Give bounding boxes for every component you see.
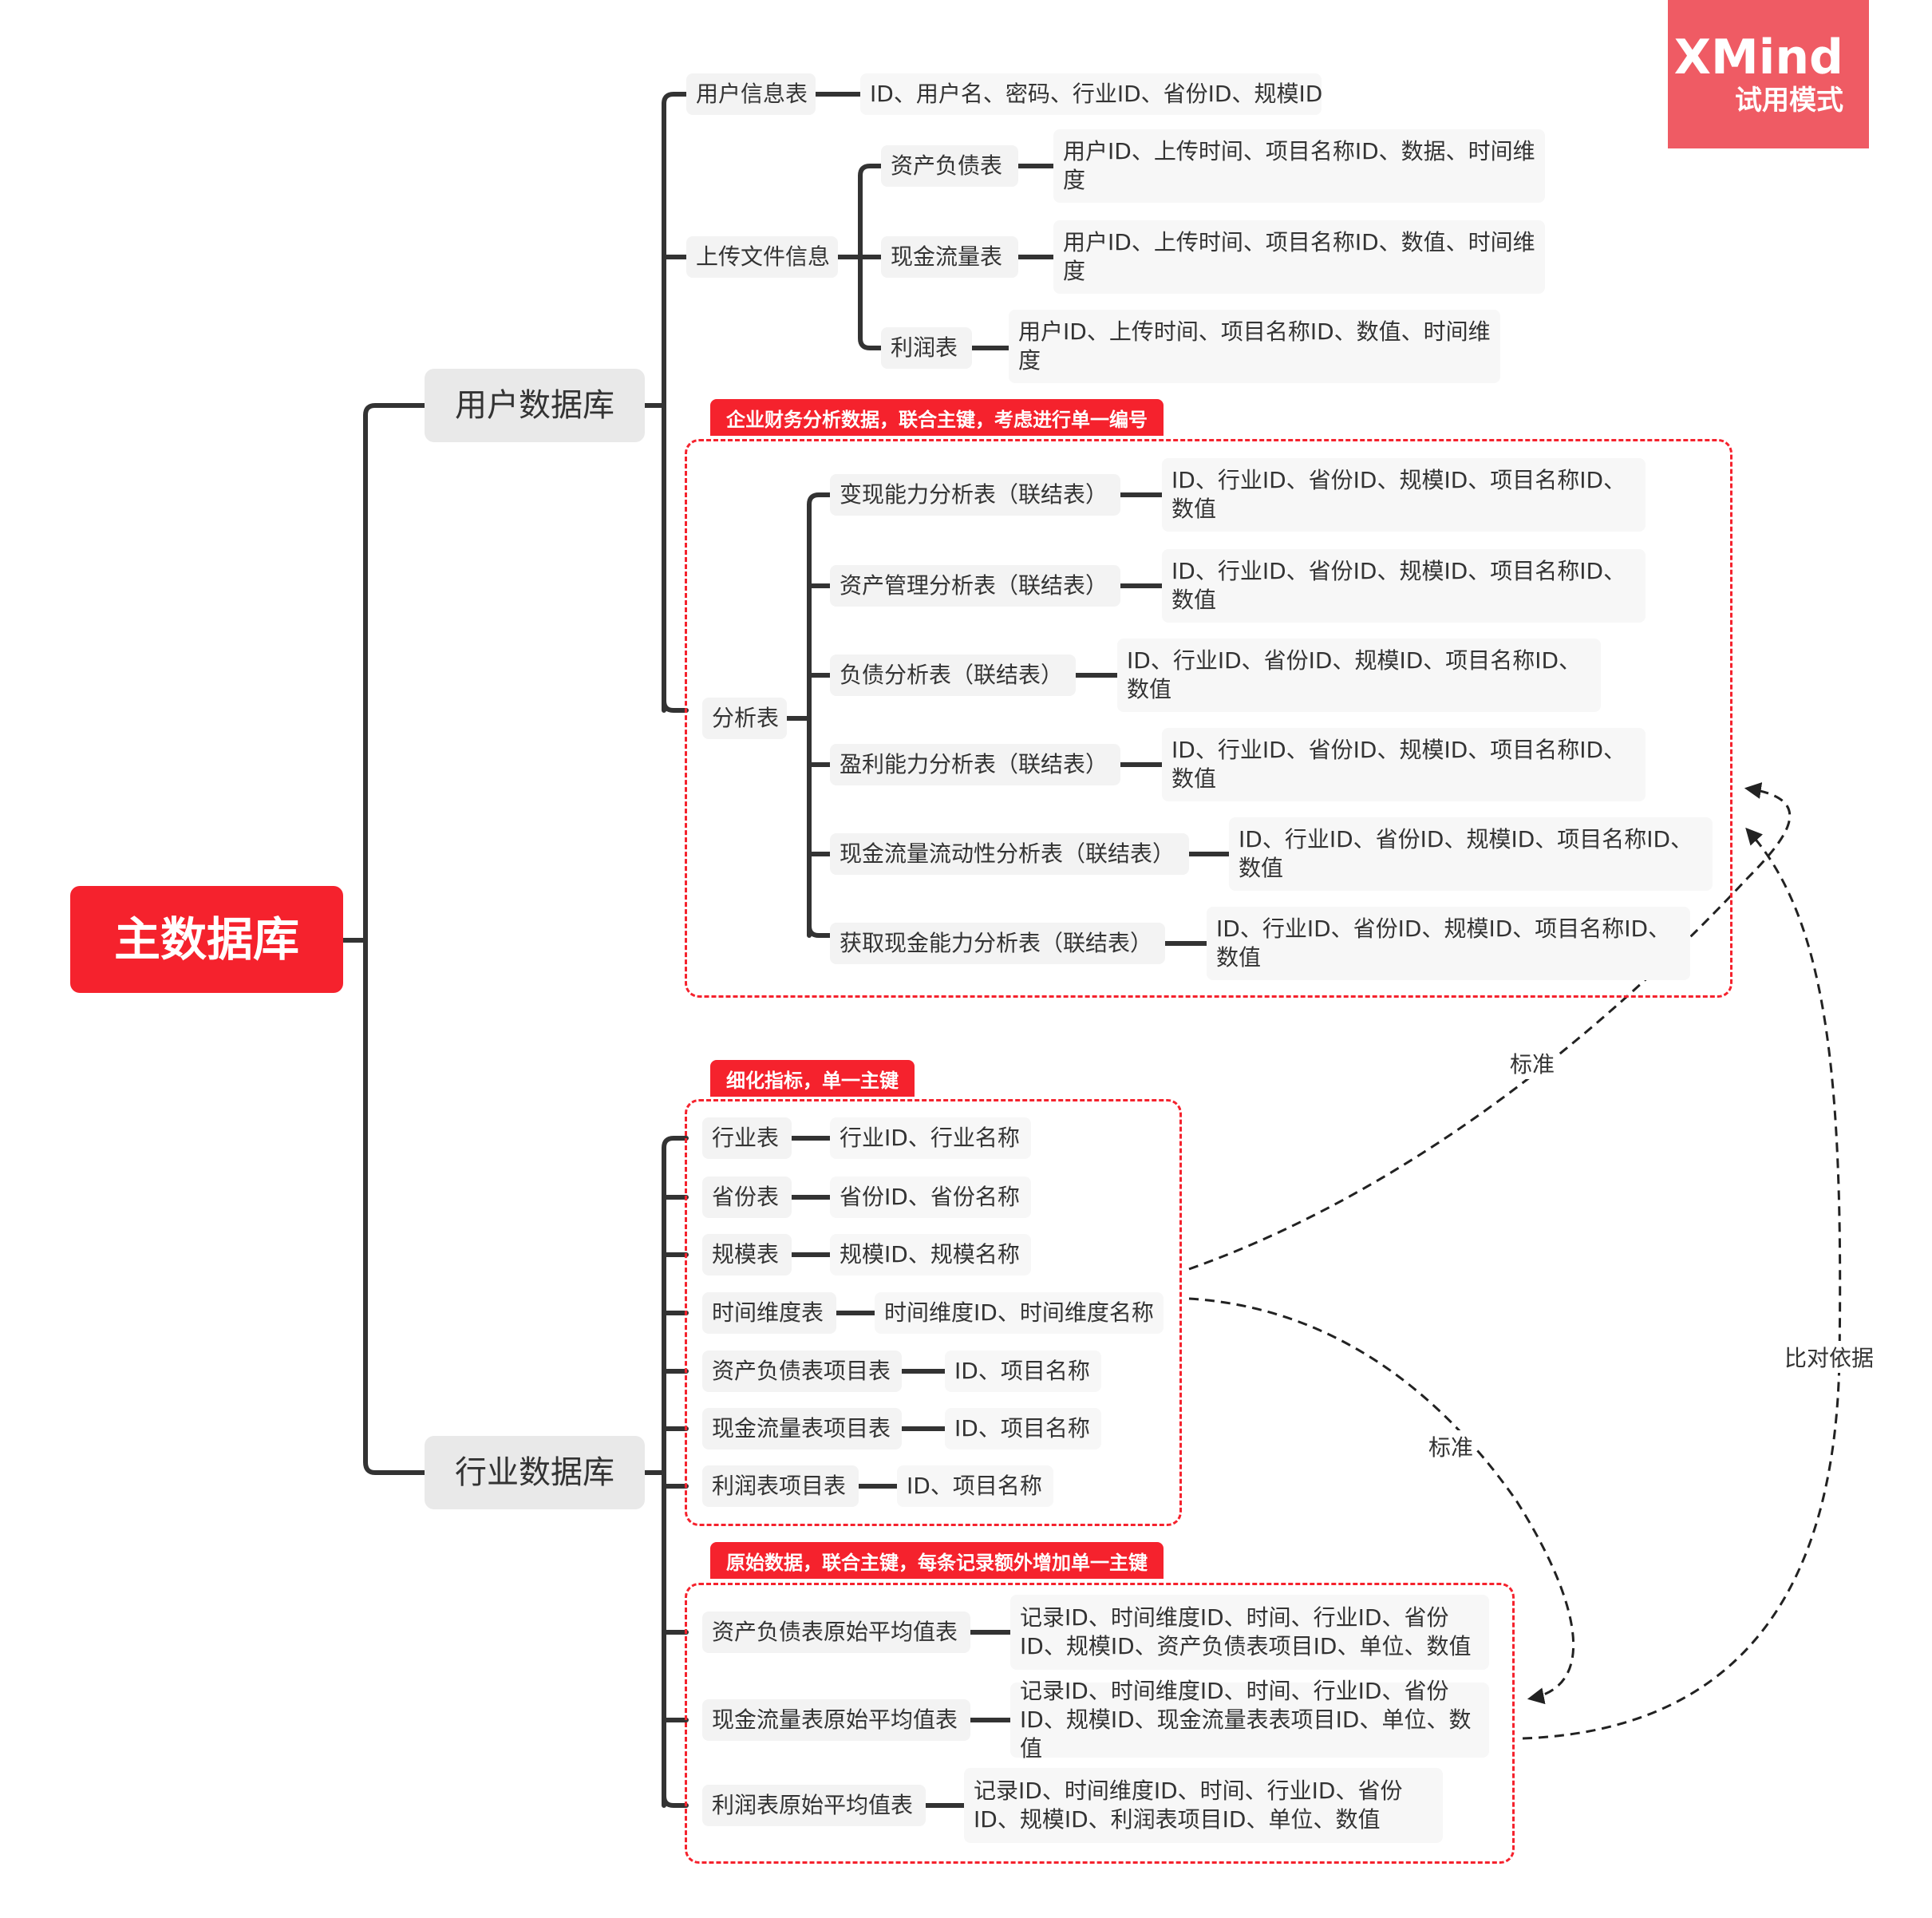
analysis-item-fields: ID、行业ID、省份ID、规模ID、项目名称ID、数值 — [1229, 817, 1713, 891]
user-db-node[interactable]: 用户数据库 — [425, 369, 645, 442]
raw-table-fields: 记录ID、时间维度ID、时间、行业ID、省份ID、规模ID、现金流量表表项目ID… — [1010, 1678, 1489, 1762]
detail-table-fields: ID、项目名称 — [945, 1351, 1101, 1392]
upload-profit-fields: 用户ID、上传时间、项目名称ID、数值、时间维度 — [1009, 310, 1500, 383]
raw-table[interactable]: 利润表原始平均值表 — [702, 1785, 926, 1826]
watermark-subtitle: 试用模式 — [1735, 85, 1843, 117]
upload-cashflow-table[interactable]: 现金流量表 — [881, 236, 1018, 278]
connector-user-db — [642, 92, 689, 713]
relation-standard-2-label: 标准 — [1425, 1430, 1477, 1462]
detail-table-fields: 行业ID、行业名称 — [830, 1117, 1031, 1159]
user-info-table[interactable]: 用户信息表 — [686, 73, 816, 115]
detail-table-fields: ID、项目名称 — [945, 1408, 1101, 1449]
detail-table[interactable]: 时间维度表 — [702, 1292, 836, 1334]
analysis-item-fields: ID、行业ID、省份ID、规模ID、项目名称ID、数值 — [1162, 728, 1646, 801]
connector-raw-leaves — [923, 1630, 1013, 1808]
analysis-item-fields: ID、行业ID、省份ID、规模ID、项目名称ID、数值 — [1162, 549, 1646, 623]
analysis-item-fields: ID、行业ID、省份ID、规模ID、项目名称ID、数值 — [1117, 639, 1601, 712]
detail-table[interactable]: 现金流量表项目表 — [702, 1408, 902, 1449]
detail-table[interactable]: 规模表 — [702, 1234, 792, 1275]
raw-table[interactable]: 资产负债表原始平均值表 — [702, 1612, 970, 1653]
analysis-frame — [685, 439, 1732, 998]
upload-balance-fields: 用户ID、上传时间、项目名称ID、数据、时间维度 — [1053, 129, 1545, 203]
detail-table[interactable]: 资产负债表项目表 — [702, 1351, 902, 1392]
upload-profit-table[interactable]: 利润表 — [881, 327, 972, 369]
detail-table-fields: 省份ID、省份名称 — [830, 1177, 1031, 1218]
xmind-trial-watermark: XMind 试用模式 — [1668, 0, 1869, 148]
analysis-item[interactable]: 现金流量流动性分析表（联结表） — [830, 833, 1189, 875]
upload-info[interactable]: 上传文件信息 — [686, 236, 838, 278]
analysis-frame-label: 企业财务分析数据，联合主键，考虑进行单一编号 — [710, 399, 1164, 436]
connector-analysis — [784, 492, 832, 938]
watermark-title: XMind — [1673, 30, 1843, 85]
connector-detail-leaves — [789, 1136, 947, 1489]
analysis-item[interactable]: 盈利能力分析表（联结表） — [830, 744, 1120, 785]
raw-table-fields: 记录ID、时间维度ID、时间、行业ID、省份ID、规模ID、资产负债表项目ID、… — [1010, 1595, 1489, 1670]
raw-frame — [685, 1583, 1515, 1864]
raw-table-fields: 记录ID、时间维度ID、时间、行业ID、省份ID、规模ID、利润表项目ID、单位… — [964, 1768, 1443, 1843]
analysis-item[interactable]: 负债分析表（联结表） — [830, 654, 1076, 696]
raw-table[interactable]: 现金流量表原始平均值表 — [702, 1699, 970, 1741]
detail-table-fields: 时间维度ID、时间维度名称 — [875, 1292, 1164, 1334]
detail-table-fields: 规模ID、规模名称 — [830, 1234, 1031, 1275]
connector-analysis-leaves — [1073, 492, 1231, 946]
detail-frame — [685, 1099, 1182, 1526]
detail-table[interactable]: 省份表 — [702, 1177, 792, 1218]
connector-root — [341, 403, 427, 1475]
relation-compare-label: 比对依据 — [1781, 1341, 1878, 1373]
analysis-item[interactable]: 资产管理分析表（联结表） — [830, 565, 1120, 607]
connector-industry-db — [642, 1136, 689, 1808]
connector-upload — [836, 164, 883, 350]
analysis-item-fields: ID、行业ID、省份ID、规模ID、项目名称ID、数值 — [1162, 458, 1646, 532]
relation-standard-1-label: 标准 — [1507, 1047, 1559, 1079]
relation-standard-2 — [1188, 1297, 1575, 1705]
detail-table[interactable]: 行业表 — [702, 1117, 792, 1159]
industry-db-node[interactable]: 行业数据库 — [425, 1436, 645, 1509]
connector-upload-leaves — [970, 164, 1056, 350]
analysis-item[interactable]: 获取现金能力分析表（联结表） — [830, 923, 1165, 964]
detail-table-fields: ID、项目名称 — [897, 1465, 1053, 1507]
user-info-fields: ID、用户名、密码、行业ID、省份ID、规模ID — [860, 73, 1322, 115]
analysis-table[interactable]: 分析表 — [702, 698, 787, 739]
upload-balance-table[interactable]: 资产负债表 — [881, 145, 1018, 187]
upload-cashflow-fields: 用户ID、上传时间、项目名称ID、数值、时间维度 — [1053, 220, 1545, 294]
detail-frame-label: 细化指标，单一主键 — [710, 1060, 915, 1097]
analysis-item-fields: ID、行业ID、省份ID、规模ID、项目名称ID、数值 — [1207, 907, 1690, 980]
analysis-item[interactable]: 变现能力分析表（联结表） — [830, 474, 1120, 516]
raw-frame-label: 原始数据，联合主键，每条记录额外增加单一主键 — [710, 1542, 1164, 1579]
root-node[interactable]: 主数据库 — [70, 886, 343, 993]
detail-table[interactable]: 利润表项目表 — [702, 1465, 859, 1507]
